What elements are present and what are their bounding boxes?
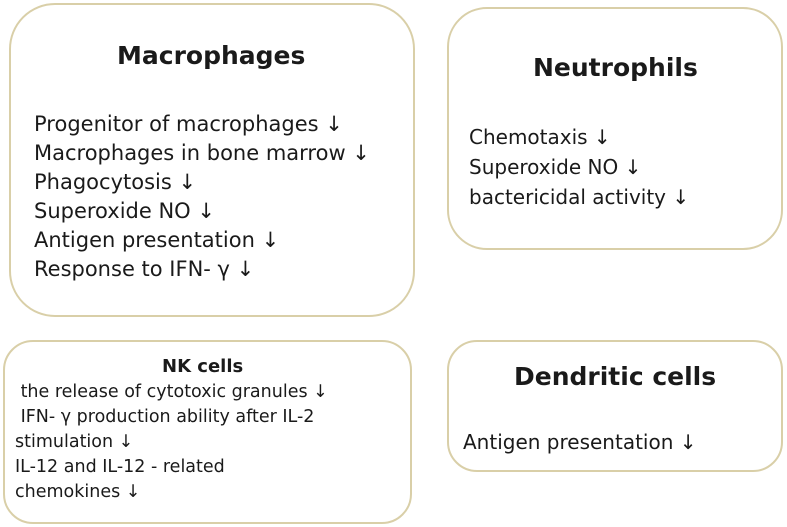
list-item: Macrophages in bone marrow ↓ [34,141,370,165]
macrophages-box: Macrophages Progenitor of macrophages ↓ … [9,3,415,317]
list-item: Phagocytosis ↓ [34,170,197,194]
macrophages-title: Macrophages [117,41,306,70]
list-item: Superoxide NO ↓ [34,199,215,223]
neutrophils-list: Chemotaxis ↓ Superoxide NO ↓ bactericida… [469,122,689,212]
nk-cells-title: NK cells [162,356,244,377]
list-item: IFN- γ production ability after IL-2 [15,407,315,427]
list-item: Antigen presentation ↓ [34,228,280,252]
nk-cells-list: the release of cytotoxic granules ↓ IFN-… [15,380,328,505]
neutrophils-box: Neutrophils Chemotaxis ↓ Superoxide NO ↓… [447,7,783,250]
list-item: the release of cytotoxic granules ↓ [15,382,328,402]
list-item: Antigen presentation ↓ [463,430,697,454]
nk-cells-box: NK cells the release of cytotoxic granul… [3,340,412,524]
list-item: Response to IFN- γ ↓ [34,257,255,281]
list-item: chemokines ↓ [15,482,141,502]
list-item: stimulation ↓ [15,432,134,452]
macrophages-list: Progenitor of macrophages ↓ Macrophages … [34,110,370,284]
dendritic-cells-list: Antigen presentation ↓ [463,428,697,456]
list-item: Progenitor of macrophages ↓ [34,112,343,136]
dendritic-cells-title: Dendritic cells [514,362,717,391]
dendritic-cells-box: Dendritic cells Antigen presentation ↓ [447,340,783,472]
list-item: Superoxide NO ↓ [469,155,642,179]
list-item: bactericidal activity ↓ [469,185,690,209]
list-item: Chemotaxis ↓ [469,125,611,149]
neutrophils-title: Neutrophils [533,53,698,82]
list-item: IL-12 and IL-12 - related [15,457,225,477]
